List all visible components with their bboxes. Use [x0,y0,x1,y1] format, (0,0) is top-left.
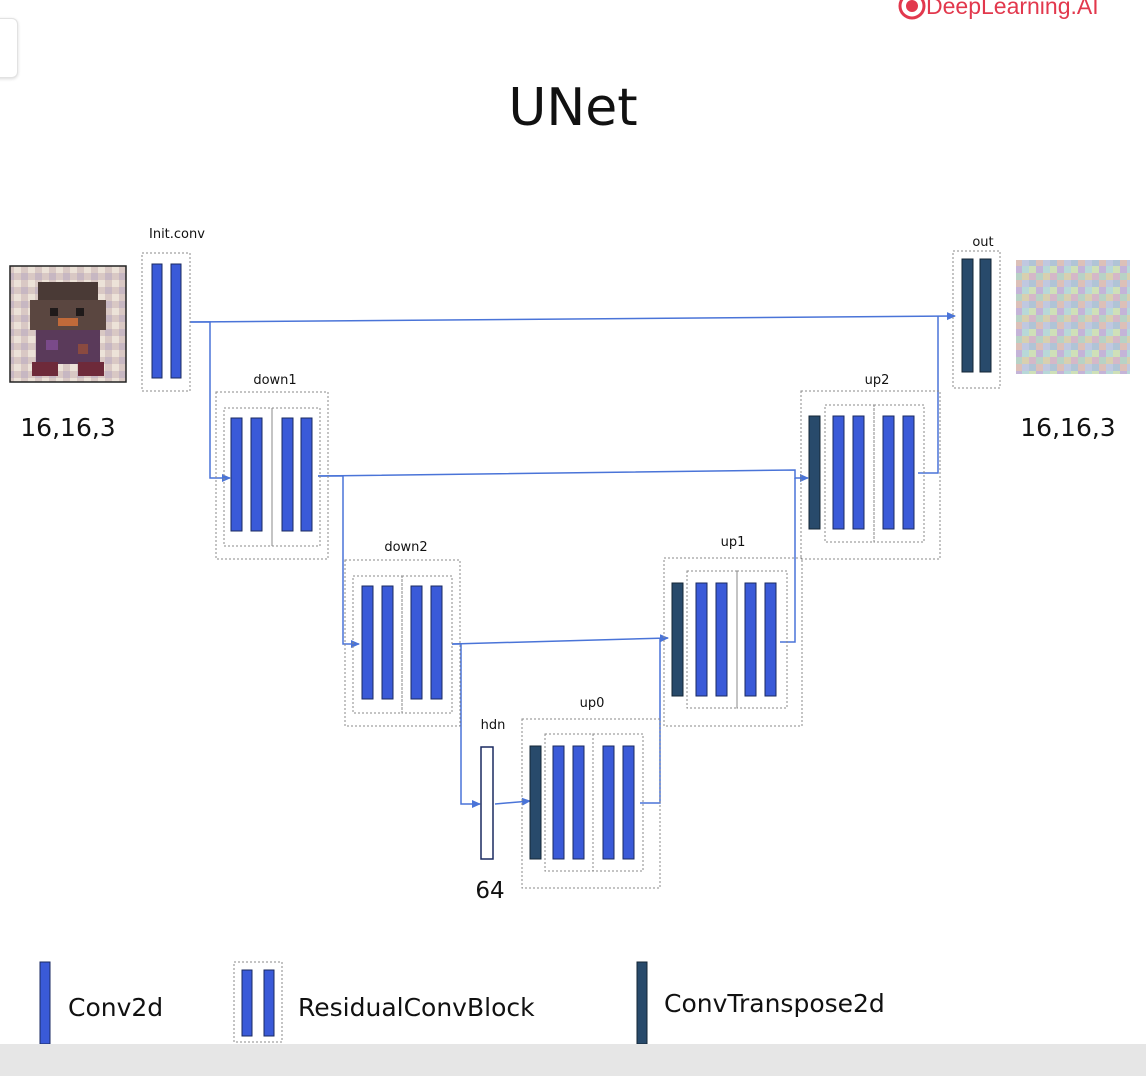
brand-name: DeepLearning.AI [926,0,1099,19]
input-image [9,265,127,383]
legend: Conv2d ResidualConvBlock ConvTranspose2d [39,961,885,1045]
side-tab[interactable] [0,18,18,78]
down1-label: down1 [253,373,296,388]
legend-residual-label: ResidualConvBlock [298,993,535,1022]
legend-conv2d-label: Conv2d [68,993,163,1022]
up1-block [663,557,803,727]
up0-label: up0 [580,696,605,711]
brand-logo: DeepLearning.AI [898,0,1099,21]
output-image [1016,260,1130,374]
connections [189,312,956,808]
hidden-size-label: 64 [475,878,504,904]
hdn-block [480,746,494,860]
output-shape-label: 16,16,3 [1020,413,1115,442]
legend-conv2d: Conv2d [39,961,163,1045]
up0-block [521,718,661,889]
input-shape-label: 16,16,3 [20,413,115,442]
down2-block [344,559,461,727]
bottom-band [0,1044,1146,1076]
out-label: out [972,235,993,250]
down2-label: down2 [384,540,427,555]
hdn-label: hdn [481,718,506,733]
page-title: UNet [508,78,638,138]
down1-block [215,391,329,560]
up1-label: up1 [721,535,746,550]
legend-convtranspose: ConvTranspose2d [636,961,885,1045]
up2-block [800,390,941,560]
up2-label: up2 [865,373,890,388]
brand-icon [898,0,926,20]
init-conv-block [141,252,191,392]
out-block [952,250,1001,389]
legend-residual: ResidualConvBlock [233,961,535,1043]
legend-convtranspose-label: ConvTranspose2d [664,989,885,1018]
init-conv-label: Init.conv [149,227,205,242]
